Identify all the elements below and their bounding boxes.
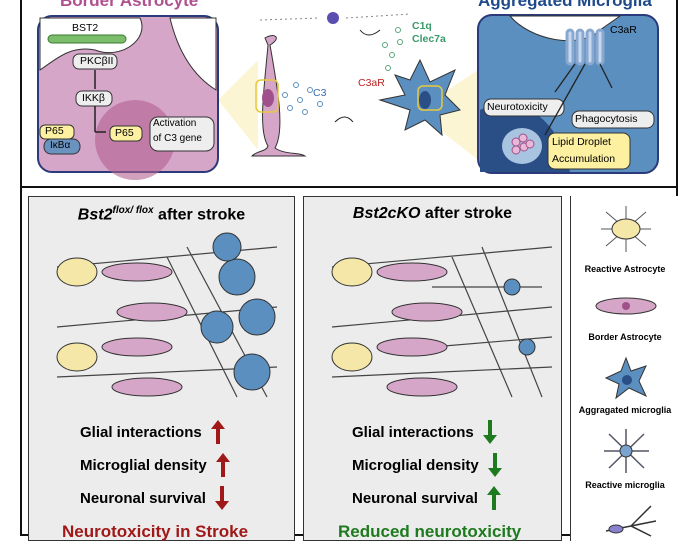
- stat-label: Neuronal survival: [352, 489, 478, 507]
- clec7a-label: Clec7a: [412, 33, 446, 45]
- arrow-down-icon: [487, 453, 502, 477]
- c1q-label: C1q: [412, 20, 432, 32]
- stat-row: Neuronal survival: [352, 486, 501, 510]
- cells-illustration: [331, 246, 553, 398]
- legend-label: Reactive microglia: [585, 480, 665, 490]
- arrow-up-icon: [486, 486, 501, 510]
- ikk-label: IKKβ: [82, 92, 105, 104]
- stat-row: Glial interactions: [352, 420, 497, 444]
- stat-row: Microglial density: [352, 453, 502, 477]
- activation-label-1: Activation: [153, 118, 197, 129]
- reactive-microglia-icon: [604, 429, 649, 473]
- stat-label: Microglial density: [80, 456, 207, 474]
- stat-label: Glial interactions: [352, 423, 474, 441]
- legend-label: Border Astrocyte: [588, 332, 662, 342]
- stat-label: Neuronal survival: [80, 489, 206, 507]
- heading-border-astrocyte: Border Astrocyte: [60, 0, 199, 10]
- p65-nuclear-label: P65: [115, 127, 134, 139]
- cells-illustration: [56, 232, 278, 398]
- p65-label: P65: [45, 125, 64, 137]
- conclusion-left: Neurotoxicity in Stroke: [62, 522, 249, 541]
- conclusion-middle: Reduced neurotoxicity: [338, 522, 522, 541]
- stat-row: Neuronal survival: [80, 486, 229, 510]
- neuron-icon: [605, 505, 657, 537]
- c3ar-center-label: C3aR: [358, 77, 385, 89]
- legend-label: Aggragated microglia: [578, 405, 672, 415]
- activation-label-2: of C3 gene: [153, 133, 202, 144]
- bst2-label: BST2: [72, 22, 99, 34]
- legend-label: Reactive Astrocyte: [584, 264, 666, 274]
- panel-title: Bst2cKO after stroke: [352, 205, 513, 222]
- pkc-label: PKCβII: [80, 55, 114, 67]
- phagocytosis-label: Phagocytosis: [575, 113, 638, 125]
- neurotoxicity-label: Neurotoxicity: [487, 101, 548, 113]
- reactive-astrocyte-icon: [601, 206, 651, 252]
- lipid-label-2: Accumulation: [552, 153, 616, 165]
- arrow-down-icon: [214, 486, 229, 510]
- panel-title: Bst2flox/ flox after stroke: [77, 205, 246, 224]
- c3ar-inset-label: C3aR: [610, 24, 637, 36]
- arrow-down-icon: [482, 420, 497, 444]
- legend: [570, 196, 678, 541]
- arrow-up-icon: [215, 453, 230, 477]
- stat-row: Glial interactions: [80, 420, 225, 444]
- stat-label: Microglial density: [352, 456, 479, 474]
- stat-row: Microglial density: [80, 453, 230, 477]
- c3-label: C3: [313, 87, 327, 99]
- top-schematic: [37, 12, 659, 180]
- lipid-label-1: Lipid Droplet: [552, 136, 611, 148]
- aggregated-microglia-icon: [604, 356, 648, 400]
- heading-aggregated-microglia: Aggregated Microglia: [478, 0, 652, 10]
- border-astrocyte-icon: [595, 297, 657, 315]
- divider: [20, 186, 678, 188]
- panel-bst2-cko: Bst2cKO after stroke: [303, 196, 562, 541]
- stat-label: Glial interactions: [80, 423, 202, 441]
- ikba-label: IκBα: [50, 140, 71, 151]
- panel-bst2-flox: Bst2flox/ flox after stroke: [28, 196, 295, 541]
- arrow-up-icon: [210, 420, 225, 444]
